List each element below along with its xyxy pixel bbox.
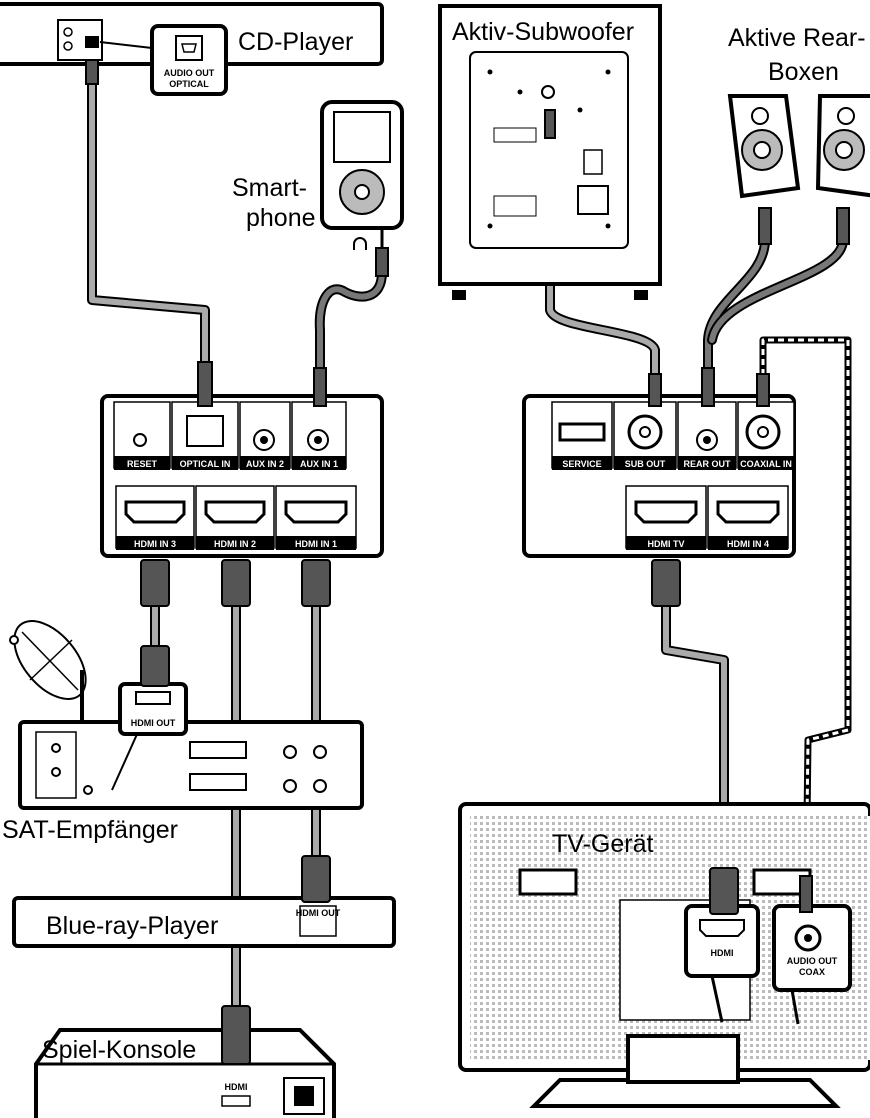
optical-plug-top — [85, 59, 99, 85]
left-hdmi-plugs — [140, 559, 331, 607]
port-hdmi-in-2: HDMI IN 2 — [214, 539, 256, 549]
port-hdmi-in-4: HDMI IN 4 — [727, 539, 769, 549]
hdmi-plug-in1 — [301, 559, 331, 607]
port-hdmi-tv: HDMI TV — [648, 539, 685, 549]
smartphone-label1: Smart- — [232, 174, 307, 202]
port-aux-in-2: AUX IN 2 — [246, 459, 284, 469]
port-optical-in: OPTICAL IN — [180, 459, 231, 469]
port-hdmi-in-1: HDMI IN 1 — [295, 539, 337, 549]
sat-receiver: HDMI OUT SAT-Empfänger — [2, 619, 364, 844]
satellite-dish-icon — [9, 619, 87, 720]
left-connection-panel: RESET OPTICAL IN AUX IN 2 AUX IN 1 HDMI … — [100, 361, 384, 558]
hdmi-tv-cable — [661, 595, 729, 885]
port-service: SERVICE — [562, 459, 601, 469]
bluray-player: HDMI OUT Blue-ray-Player — [12, 855, 396, 948]
coax-plug — [756, 373, 770, 407]
smartphone-label2: phone — [246, 204, 316, 232]
port-reset: RESET — [127, 459, 158, 469]
rear-cable — [703, 235, 848, 395]
sat-hdmi-out-label: HDMI OUT — [131, 718, 176, 728]
hdmi-plug-console — [221, 1005, 251, 1065]
right-connection-panel: SERVICE SUB OUT REAR OUT COAXIAL IN HDMI… — [522, 367, 796, 607]
subwoofer-label: Aktiv-Subwoofer — [452, 18, 634, 46]
aux-plug — [313, 367, 327, 407]
tv-hdmi-callout — [684, 904, 760, 978]
cd-player-label: CD-Player — [238, 28, 353, 56]
optical-cable — [87, 65, 210, 395]
rear-speakers: Aktive Rear- Boxen — [727, 24, 870, 245]
tv-audio-out-label2: COAX — [799, 967, 825, 977]
sub-plug — [648, 373, 662, 407]
rear-plug — [701, 367, 715, 407]
subwoofer-cable — [545, 115, 660, 395]
rear-plug-left — [758, 207, 772, 245]
tv-audio-out-label1: AUDIO OUT — [787, 956, 838, 966]
bluray-hdmi-out-label: HDMI OUT — [296, 908, 341, 918]
coax-cable — [759, 336, 852, 901]
hdmi-plug-sat — [140, 645, 170, 687]
optical-plug — [197, 361, 213, 407]
tv-hdmi-label: HDMI — [711, 948, 734, 958]
console-label: Spiel-Konsole — [42, 1036, 196, 1064]
tv-label: TV-Gerät — [552, 830, 653, 858]
hdmi-plug-bluray — [301, 855, 331, 903]
tv: TV-Gerät HDMI AUDIO OUT COAX — [458, 802, 870, 1108]
rear-plug-right — [836, 207, 850, 245]
hdmi-plug-in3 — [140, 559, 170, 607]
cd-audio-out-label1: AUDIO OUT — [164, 68, 215, 78]
cd-player: AUDIO OUT OPTICAL CD-Player — [0, 2, 384, 96]
rear-speakers-label1: Aktive Rear- — [728, 24, 866, 52]
hdmi-plug-tv — [651, 559, 681, 607]
game-console: HDMI Spiel-Konsole — [34, 1005, 336, 1118]
rear-speakers-label2: Boxen — [768, 58, 839, 86]
port-rear-out: REAR OUT — [684, 459, 732, 469]
sub-plug-top — [544, 109, 556, 139]
console-hdmi-label: HDMI — [225, 1082, 248, 1092]
hdmi-plug-in2 — [221, 559, 251, 607]
aux-plug-top — [375, 247, 389, 277]
port-sub-out: SUB OUT — [625, 459, 666, 469]
subwoofer: Aktiv-Subwoofer — [438, 4, 662, 300]
headphone-icon — [353, 237, 367, 250]
hdmi-plug-tv-end — [709, 867, 739, 915]
sat-receiver-label: SAT-Empfänger — [2, 816, 178, 844]
port-hdmi-in-3: HDMI IN 3 — [134, 539, 176, 549]
port-aux-in-1: AUX IN 1 — [300, 459, 338, 469]
aux-cable — [314, 267, 387, 395]
cd-audio-out-label2: OPTICAL — [169, 79, 209, 89]
port-coaxial-in: COAXIAL IN — [740, 459, 792, 469]
coax-plug-tv — [799, 875, 813, 913]
bluray-label: Blue-ray-Player — [46, 912, 218, 940]
smartphone: Smart- phone — [232, 100, 404, 277]
